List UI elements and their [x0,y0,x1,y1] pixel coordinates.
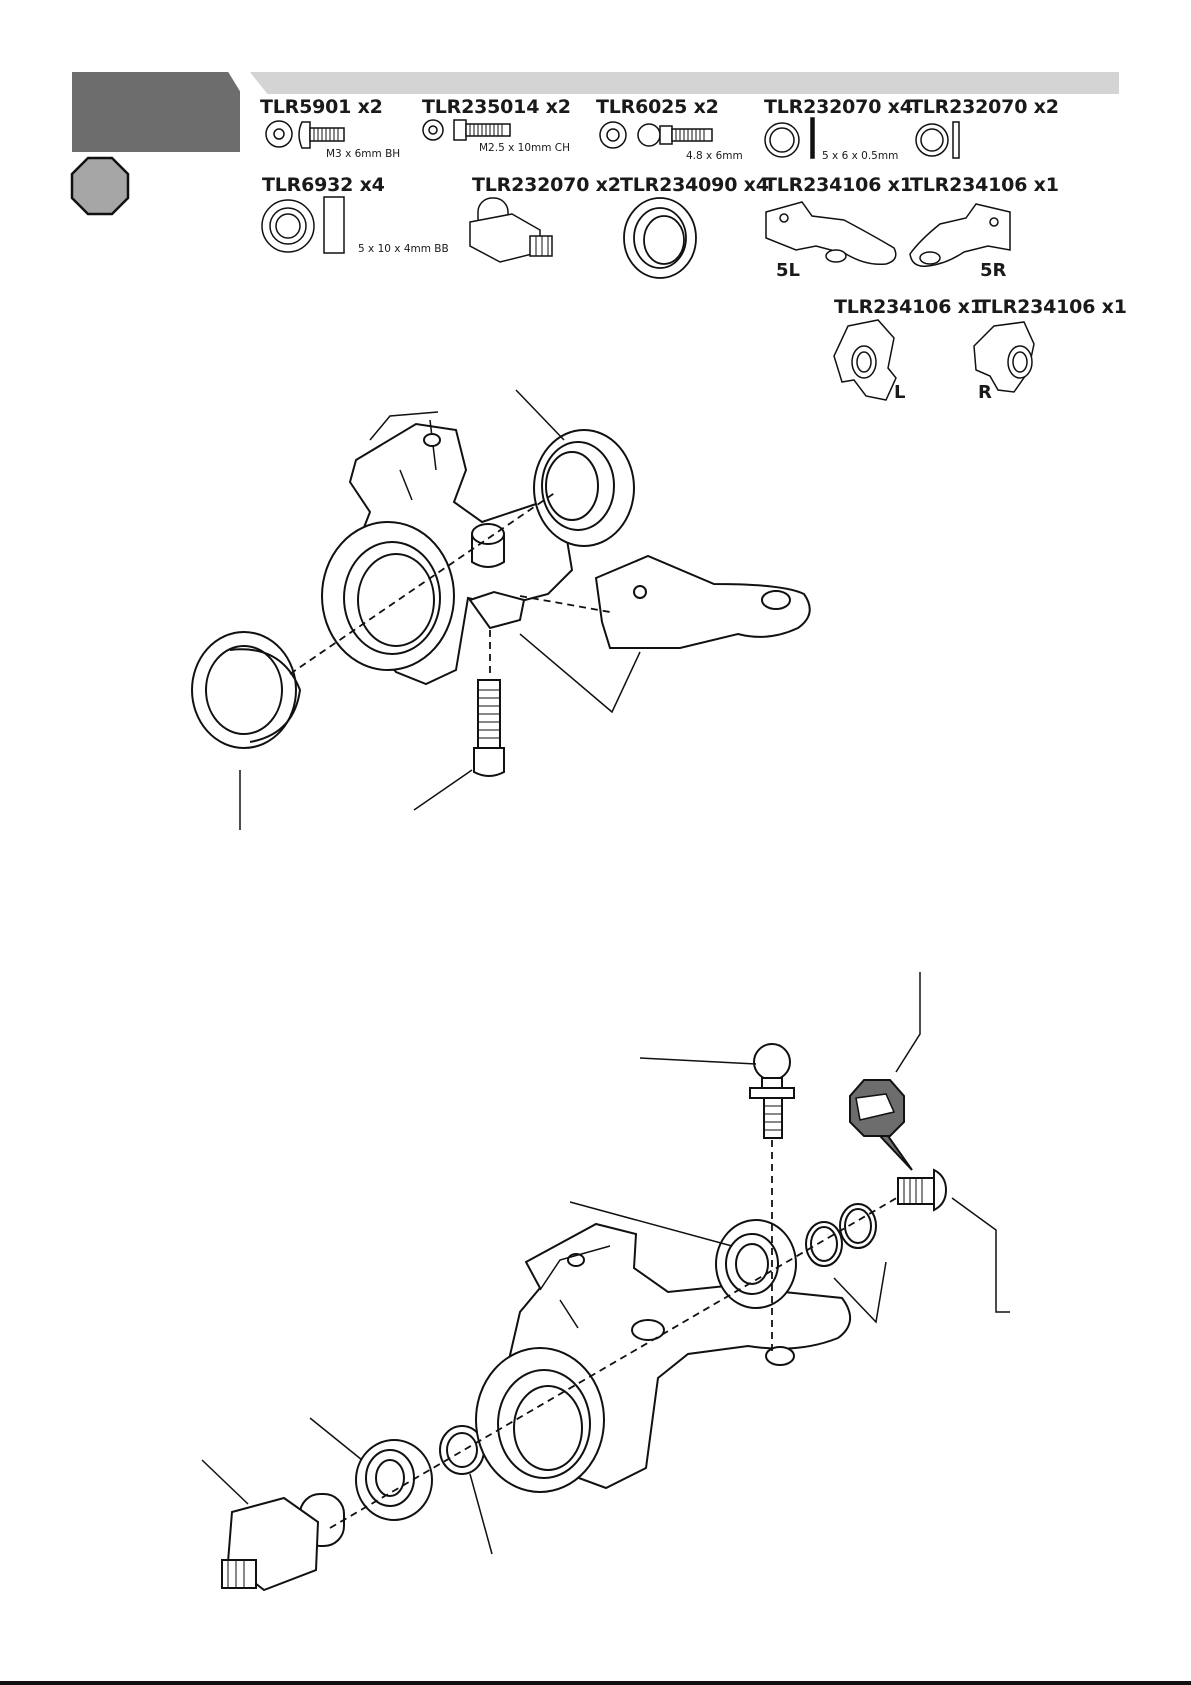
hex-kingpin-icon [470,198,552,262]
stop-sign-icon [72,158,128,214]
part-spec-label: 4.8 x 6mm [686,150,743,162]
part-number-label: TLR232070 x2 [472,174,621,196]
shim-washer-icon [765,118,814,158]
knuckle-assembly-1 [192,412,810,776]
spacer-washer-icon [916,122,959,158]
side-label: 5L [776,260,800,281]
part-number-label: TLR232070 x2 [910,96,1059,118]
part-number-label: TLR6932 x4 [262,174,385,196]
steering-arm-5l-icon [766,202,896,264]
threadlock-icon [850,1080,912,1170]
ball-bearing-icon [262,197,344,253]
bearing-insert-icon [624,198,696,278]
part-spec-label: 5 x 10 x 4mm BB [358,243,449,255]
steering-knuckle-l-icon [834,320,896,400]
side-label: R [978,382,992,403]
side-label: 5R [980,260,1006,281]
part-number-label: TLR6025 x2 [596,96,719,118]
part-number-label: TLR234106 x1 [834,296,983,318]
knuckle-assembly-2 [222,1044,946,1590]
part-spec-label: M3 x 6mm BH [326,148,400,160]
bottom-rule [0,1681,1191,1685]
part-spec-label: 5 x 6 x 0.5mm [822,150,898,162]
part-number-label: TLR234090 x4 [620,174,769,196]
button-head-screw-icon [266,121,344,148]
part-number-label: TLR232070 x4 [764,96,913,118]
part-number-label: TLR5901 x2 [260,96,383,118]
steering-arm-5r-icon [910,204,1010,266]
part-number-label: TLR234106 x1 [910,174,1059,196]
part-number-label: TLR235014 x2 [422,96,571,118]
part-spec-label: M2.5 x 10mm CH [479,142,570,154]
ball-stud-icon [600,122,712,148]
cap-head-screw-icon [423,120,510,140]
part-number-label: TLR234106 x1 [764,174,913,196]
side-label: L [894,382,905,403]
part-number-label: TLR234106 x1 [978,296,1127,318]
